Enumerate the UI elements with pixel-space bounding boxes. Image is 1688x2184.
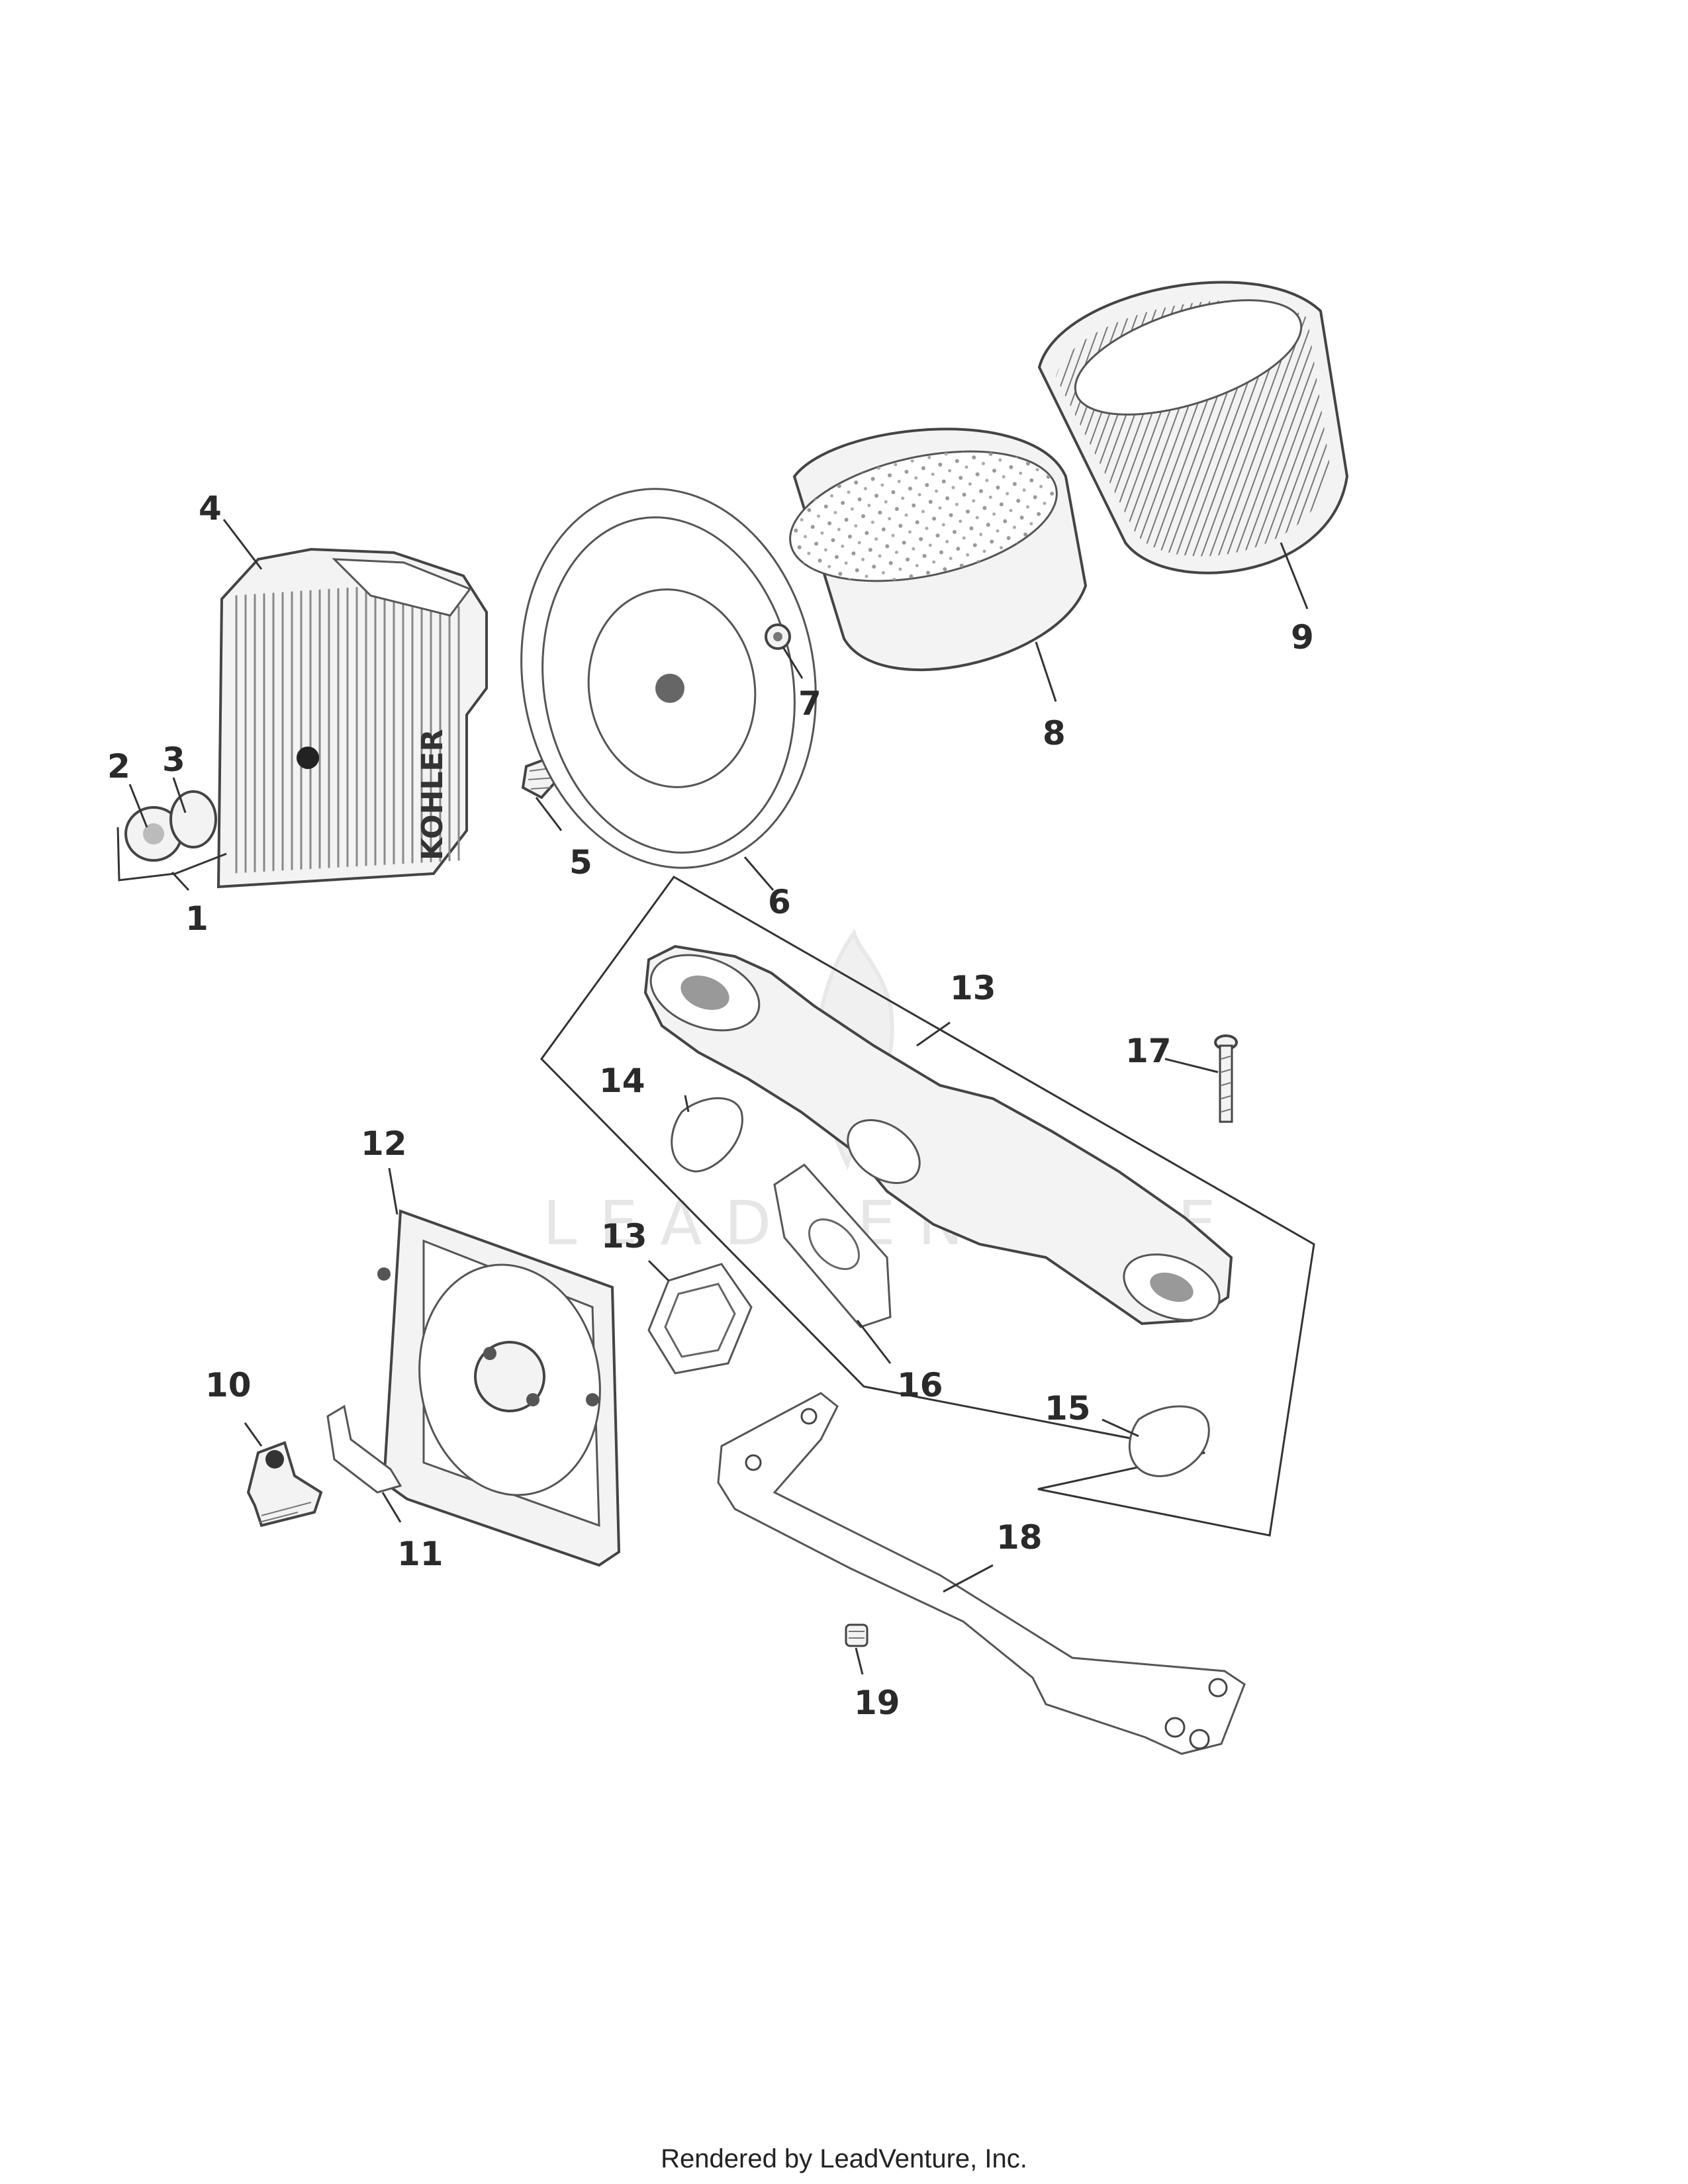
callout-7: 7	[798, 684, 821, 723]
precleaner	[789, 428, 1088, 672]
breather-bracket	[326, 1404, 402, 1494]
callout-11: 11	[397, 1535, 444, 1573]
callout-6: 6	[768, 883, 791, 921]
support-bracket	[717, 1392, 1246, 1755]
callout-17: 17	[1125, 1032, 1172, 1070]
manifold-gasket	[773, 1163, 892, 1328]
footer-credit: Rendered by LeadVenture, Inc.	[661, 2144, 1027, 2173]
callout-10: 10	[205, 1366, 252, 1404]
callout-2: 2	[107, 747, 130, 786]
leader-lines	[128, 519, 1309, 1675]
bracket-screw	[845, 1623, 868, 1647]
callout-15b: 15	[1045, 1389, 1091, 1428]
callout-12: 12	[361, 1124, 407, 1163]
callout-13: 13	[601, 1217, 647, 1255]
air-cleaner-cover: KOHLER	[216, 547, 488, 889]
mounting-bolt	[1214, 1034, 1238, 1123]
callout-1: 1	[185, 899, 209, 938]
cover-brand-label: KOHLER	[416, 729, 449, 860]
callout-18: 18	[996, 1518, 1043, 1557]
filter-element	[1037, 281, 1349, 574]
callout-8: 8	[1043, 714, 1066, 752]
seal-nut	[765, 623, 791, 650]
callout-5: 5	[569, 843, 592, 882]
air-cleaner-base	[520, 488, 817, 869]
callout-16: 16	[897, 1366, 943, 1404]
callout-14: 13	[950, 969, 996, 1007]
intake-group-box	[540, 876, 1315, 1537]
gasket-lower	[1128, 1405, 1210, 1477]
callout-labels: 4 2 3 1 5 6 7 8 9 13 14 17 12 13 16 15 1…	[107, 489, 1314, 1722]
intake-manifold	[643, 944, 1233, 1326]
callout-3: 3	[162, 741, 185, 779]
carburetor-gasket	[647, 1263, 753, 1375]
callout-15: 14	[599, 1062, 645, 1100]
callout-9: 9	[1291, 618, 1314, 657]
gasket-upper	[671, 1097, 743, 1173]
air-cleaner-backplate	[377, 1209, 621, 1567]
breather-fitting	[246, 1441, 323, 1527]
cover-knob-assembly	[117, 790, 227, 882]
callout-4: 4	[199, 489, 222, 527]
callout-19: 19	[854, 1684, 900, 1722]
